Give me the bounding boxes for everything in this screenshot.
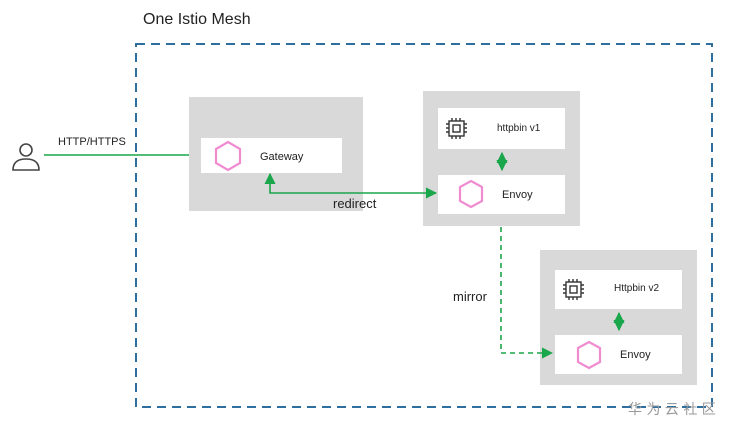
gateway-label: Gateway <box>260 151 304 163</box>
redirect-label: redirect <box>333 196 377 211</box>
watermark: 华 为 云 社 区 <box>628 402 716 418</box>
hexagon-icon <box>576 340 602 370</box>
mirror-edge <box>500 227 554 359</box>
user-icon <box>12 143 40 171</box>
redirect-edge <box>264 172 438 199</box>
httpbin-v2-node[interactable] <box>555 270 682 309</box>
mesh-boundary <box>135 43 713 408</box>
envoy-v2-label: Envoy <box>620 349 651 361</box>
hexagon-icon <box>214 140 242 172</box>
chip-icon <box>563 279 584 300</box>
envoy-v2-node[interactable] <box>555 335 682 374</box>
protocol-label: HTTP/HTTPS <box>58 136 126 148</box>
mesh-title: One Istio Mesh <box>143 11 251 28</box>
httpbin-v1-node[interactable] <box>438 108 565 149</box>
envoy-v1-label: Envoy <box>502 189 533 201</box>
mirror-label: mirror <box>453 289 488 304</box>
hexagon-icon <box>458 179 484 209</box>
httpbin-v1-label: httpbin v1 <box>497 123 541 134</box>
chip-icon <box>446 118 467 139</box>
httpbin-v2-label: Httpbin v2 <box>614 283 659 294</box>
